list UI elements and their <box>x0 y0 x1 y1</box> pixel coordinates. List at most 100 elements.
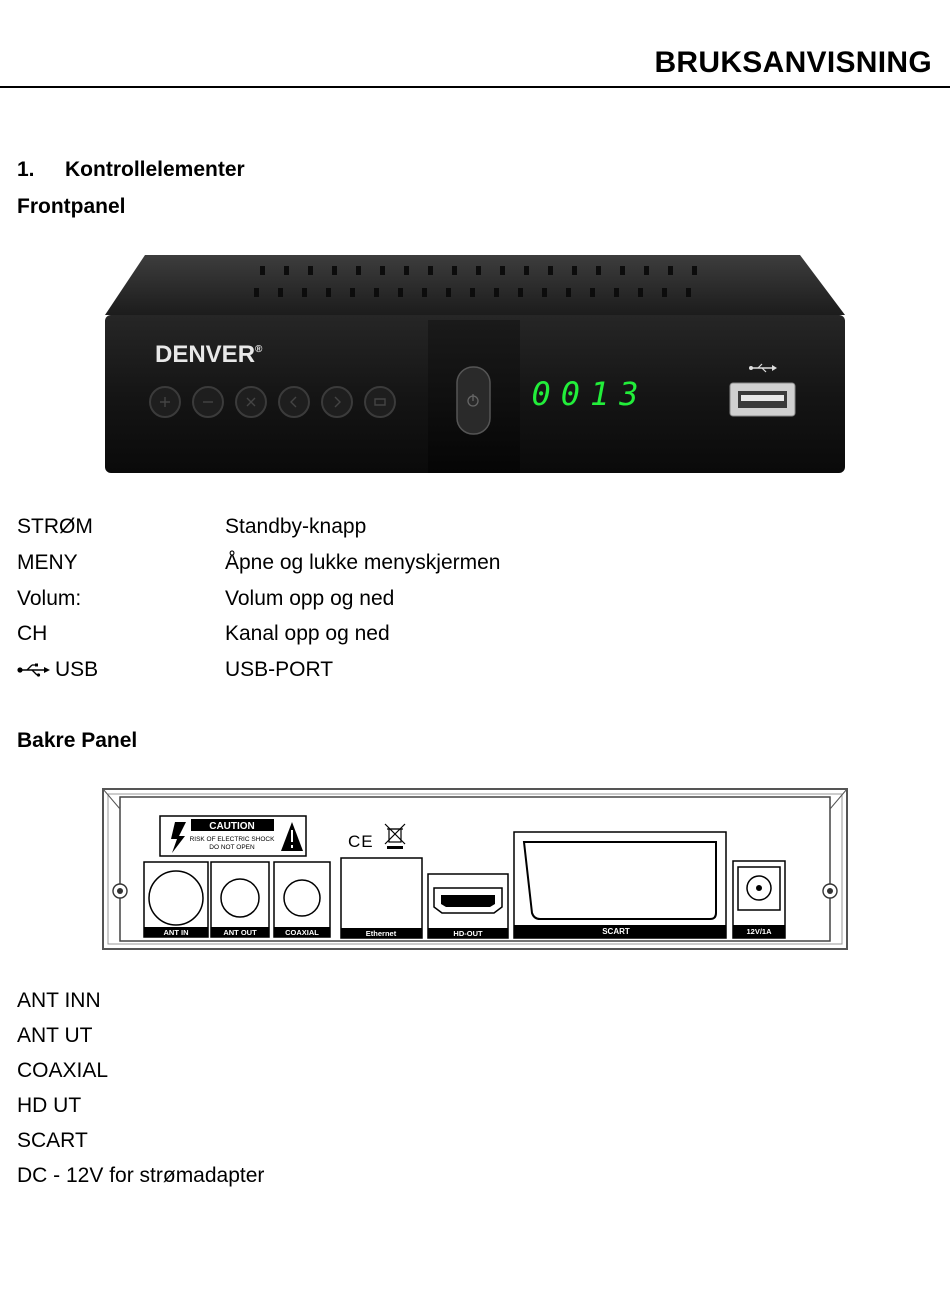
item-term: USB <box>17 656 98 684</box>
list-item: HD UT <box>17 1094 82 1117</box>
back-inner-frame <box>107 793 843 945</box>
vent-slot <box>662 288 667 297</box>
scart-port: SCART <box>513 831 727 939</box>
vent-slot <box>566 288 571 297</box>
vent-slot <box>542 288 547 297</box>
item-term: Volum: <box>17 587 82 610</box>
vent-slot <box>518 288 523 297</box>
list-item: COAXIAL <box>17 1059 109 1082</box>
lightning-icon <box>171 822 186 853</box>
vent-slot <box>692 266 697 275</box>
item-desc: USB-PORT <box>225 658 334 681</box>
vent-slot <box>476 266 481 275</box>
caution-label: CAUTION RISK OF ELECTRIC SHOCK DO NOT OP… <box>159 815 307 857</box>
caution-line2: DO NOT OPEN <box>209 844 255 851</box>
case-top <box>105 255 845 315</box>
caution-line1: RISK OF ELECTRIC SHOCK <box>190 836 276 843</box>
caution-title: CAUTION <box>209 821 255 832</box>
power-icon <box>467 394 479 407</box>
section-number: 1. <box>17 158 35 181</box>
list-item: DC - 12V for strømadapter <box>17 1164 265 1187</box>
vent-slot <box>638 288 643 297</box>
coaxial-label: COAXIAL <box>285 928 319 937</box>
vent-slot <box>326 288 331 297</box>
item-term: STRØM <box>17 515 93 538</box>
vent-slot <box>620 266 625 275</box>
item-desc: Volum opp og ned <box>225 587 395 610</box>
back-panel-image: CAUTION RISK OF ELECTRIC SHOCK DO NOT OP… <box>102 788 848 950</box>
led-display: 0013 <box>531 375 648 413</box>
usb-label: USB <box>55 658 99 681</box>
vent-slot <box>644 266 649 275</box>
ethernet-label: Ethernet <box>366 929 397 938</box>
vent-slot <box>260 266 265 275</box>
left-screw <box>112 883 128 899</box>
vent-slot <box>422 288 427 297</box>
vent-slot <box>308 266 313 275</box>
list-item: ANT UT <box>17 1024 93 1047</box>
top-vents <box>254 266 697 297</box>
hd-out-label: HD-OUT <box>453 929 483 938</box>
menu-icon <box>235 386 267 418</box>
list-item: ANT INN <box>17 989 101 1012</box>
weee-bin-icon <box>384 823 406 849</box>
vent-slot <box>668 266 673 275</box>
vent-slot <box>350 288 355 297</box>
brand-logo: DENVER® <box>155 341 263 368</box>
front-buttons <box>149 386 396 418</box>
vent-slot <box>470 288 475 297</box>
ant-out-port: ANT OUT <box>210 861 270 938</box>
section-title: Kontrollelementer <box>65 158 245 181</box>
ant-in-label: ANT IN <box>164 928 189 937</box>
ant-out-label: ANT OUT <box>223 928 257 937</box>
coaxial-port: COAXIAL <box>273 861 331 938</box>
header-rule <box>0 86 950 88</box>
vent-slot <box>278 288 283 297</box>
usb-icon <box>17 663 50 678</box>
section-heading: 1. Kontrollelementer <box>17 158 245 182</box>
plus-icon <box>149 386 181 418</box>
vent-slot <box>548 266 553 275</box>
list-item: SCART <box>17 1129 88 1152</box>
vent-slot <box>500 266 505 275</box>
vent-slot <box>452 266 457 275</box>
right-screw <box>822 883 838 899</box>
vent-slot <box>614 288 619 297</box>
vent-slot <box>596 266 601 275</box>
vent-slot <box>398 288 403 297</box>
ok-icon <box>364 386 396 418</box>
vent-slot <box>356 266 361 275</box>
vent-slot <box>428 266 433 275</box>
vent-slot <box>404 266 409 275</box>
back-panel-heading: Bakre Panel <box>17 729 138 752</box>
right-arrow-icon <box>321 386 353 418</box>
dc-power-port: 12V/1A <box>732 860 786 939</box>
hd-out-port: HD-OUT <box>427 873 509 939</box>
front-panel-heading: Frontpanel <box>17 195 126 218</box>
back-face <box>119 796 831 942</box>
scart-label: SCART <box>602 927 630 936</box>
left-arrow-icon <box>278 386 310 418</box>
ethernet-port: Ethernet <box>340 857 423 939</box>
vent-slot <box>572 266 577 275</box>
vent-slot <box>374 288 379 297</box>
vent-slot <box>590 288 595 297</box>
item-desc: Kanal opp og ned <box>225 622 390 645</box>
item-desc: Åpne og lukke menyskjermen <box>225 551 501 574</box>
page-title: BRUKSANVISNING <box>654 46 932 79</box>
usb-port-pins <box>741 395 784 401</box>
usb-icon <box>749 363 777 373</box>
minus-icon <box>192 386 224 418</box>
front-panel-image: DENVER® 0013 <box>105 255 845 473</box>
ant-in-port: ANT IN <box>143 861 209 938</box>
vent-slot <box>254 288 259 297</box>
vent-slot <box>302 288 307 297</box>
vent-slot <box>524 266 529 275</box>
item-term: CH <box>17 622 48 645</box>
power-label: 12V/1A <box>746 927 772 936</box>
vent-slot <box>332 266 337 275</box>
vent-slot <box>494 288 499 297</box>
vent-slot <box>686 288 691 297</box>
item-term: MENY <box>17 551 78 574</box>
vent-slot <box>284 266 289 275</box>
